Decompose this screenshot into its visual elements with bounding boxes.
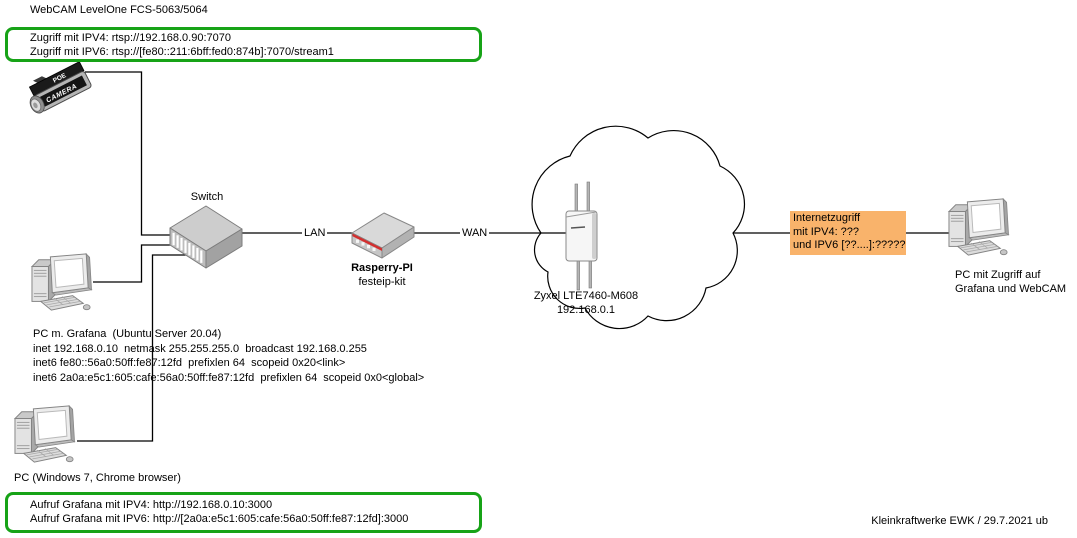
grafana-pc-inet6-link: inet6 fe80::56a0:50ff:fe87:12fd prefixle… (33, 357, 346, 369)
webcam-access-box: Zugriff mit IPV4: rtsp://192.168.0.90:70… (5, 27, 482, 62)
grafana-access-ipv4: Aufruf Grafana mit IPV4: http://192.168.… (30, 499, 273, 511)
remote-pc-label-line1: PC mit Zugriff auf (955, 269, 1041, 281)
router-name: Zyxel LTE7460-M608 (533, 290, 639, 302)
grafana-access-ipv6: Aufruf Grafana mit IPV6: http://[2a0a:e5… (30, 512, 409, 525)
grafana-access-box: Aufruf Grafana mit IPV4: http://192.168.… (5, 492, 482, 533)
wan-label: WAN (460, 226, 490, 240)
lte-router-icon (565, 181, 598, 291)
webcam-access-ipv4: Zugriff mit IPV4: rtsp://192.168.0.90:70… (30, 32, 231, 44)
internet-cloud-shape (531, 125, 746, 330)
router-logo-mark (570, 226, 586, 229)
grafana-pc-icon (31, 253, 93, 311)
connector-camera-switch (85, 71, 178, 236)
webcam-icon: POE CAMERA (28, 61, 92, 114)
raspberry-subtitle: festeip-kit (358, 276, 406, 288)
webcam-title: WebCAM LevelOne FCS-5063/5064 (30, 4, 208, 16)
internet-access-line1: Internetzugriff (793, 212, 861, 224)
switch-label: Switch (190, 191, 224, 203)
internet-access-note: Internetzugriff mit IPV4: ??? und IPV6 [… (790, 211, 906, 255)
internet-access-line2: mit IPV4: ??? (793, 225, 860, 238)
connector-windowspc-switch (77, 254, 201, 442)
webcam-access-ipv6: Zugriff mit IPV6: rtsp://[fe80::211:6bff… (30, 45, 334, 58)
raspberry-red-stripe (352, 233, 382, 251)
grafana-pc-title: PC m. Grafana (Ubuntu Server 20.04) (33, 328, 222, 340)
windows-pc-label: PC (Windows 7, Chrome browser) (14, 472, 181, 484)
raspberry-pi-icon (351, 212, 415, 259)
remote-pc-label-line2: Grafana und WebCAM (955, 283, 1067, 295)
raspberry-name: Rasperry-PI (351, 262, 413, 274)
switch-icon (169, 205, 243, 269)
remote-pc-icon (948, 198, 1010, 256)
lan-label: LAN (302, 226, 328, 240)
grafana-pc-inet6-global: inet6 2a0a:e5c1:605:cafe:56a0:50ff:fe87:… (33, 371, 425, 384)
internet-access-line3: und IPV6 [??....]:????? (793, 239, 906, 252)
router-ip: 192.168.0.1 (556, 304, 616, 316)
grafana-pc-inet: inet 192.168.0.10 netmask 255.255.255.0 … (33, 342, 367, 355)
footer-credit: Kleinkraftwerke EWK / 29.7.2021 ub (871, 515, 1048, 527)
windows-pc-icon (14, 405, 76, 463)
